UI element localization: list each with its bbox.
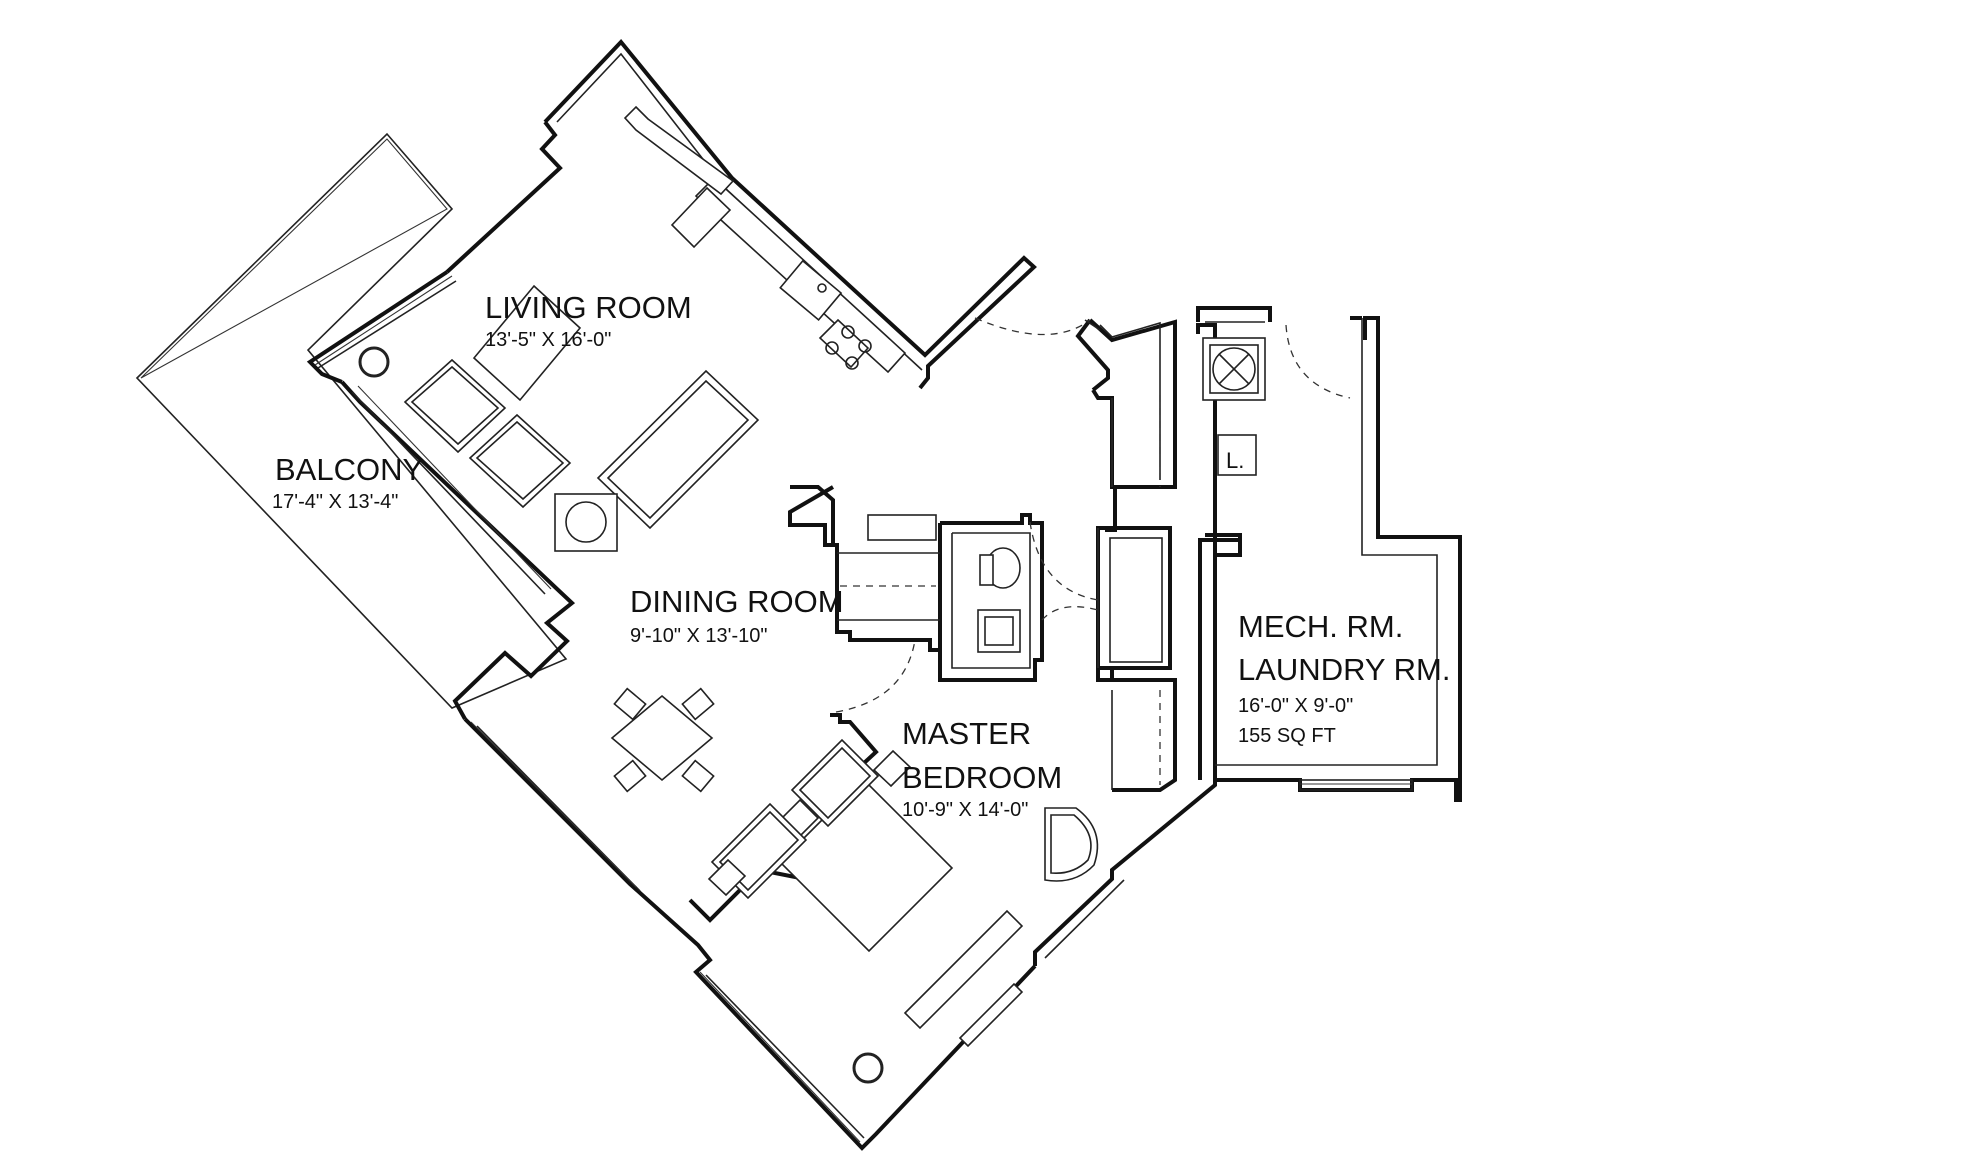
master-bedroom-label: MASTER BEDROOM 10'-9" X 14'-0": [902, 716, 1062, 821]
interior-walls: [688, 318, 1177, 923]
master-bedroom-name-line2: BEDROOM: [902, 760, 1062, 795]
dining-furniture: [610, 687, 715, 793]
mech-room-area: 155 SQ FT: [1238, 725, 1336, 747]
balcony-name: BALCONY: [275, 452, 423, 487]
balcony-dims: 17'-4" X 13'-4": [272, 491, 398, 513]
mech-room-dims: 16'-0" X 9'-0": [1238, 695, 1353, 717]
bath-fixtures: [977, 547, 1021, 653]
balcony-label: BALCONY 17'-4" X 13'-4": [272, 452, 423, 513]
mech-room-name-line2: LAUNDRY RM.: [1238, 652, 1450, 687]
dining-room-name: DINING ROOM: [630, 584, 844, 619]
kitchen-counter: [623, 105, 907, 374]
mech-room-name-line1: MECH. RM.: [1238, 609, 1403, 644]
cooktop: [818, 318, 872, 370]
dining-room-dims: 9'-10" X 13'-10": [630, 625, 767, 647]
living-room-dims: 13'-5" X 16'-0": [485, 329, 611, 351]
master-bedroom-dims: 10'-9" X 14'-0": [902, 799, 1028, 821]
living-room-label: LIVING ROOM 13'-5" X 16'-0": [485, 290, 692, 351]
master-bedroom-name-line1: MASTER: [902, 716, 1031, 751]
balcony-area: [135, 132, 568, 709]
living-furniture: [358, 284, 760, 552]
dining-room-label: DINING ROOM 9'-10" X 13'-10": [630, 584, 844, 647]
laundry-mark: L.: [1226, 448, 1244, 473]
exterior-walls: [306, 38, 1217, 1151]
bedroom-furniture: [707, 738, 1099, 1084]
mech-fixtures: [1202, 337, 1266, 476]
doors: [835, 317, 1351, 713]
mech-room-walls: [1196, 306, 1462, 802]
living-room-name: LIVING ROOM: [485, 290, 692, 325]
mech-room-label: MECH. RM. LAUNDRY RM. 16'-0" X 9'-0" 155…: [1238, 609, 1450, 747]
